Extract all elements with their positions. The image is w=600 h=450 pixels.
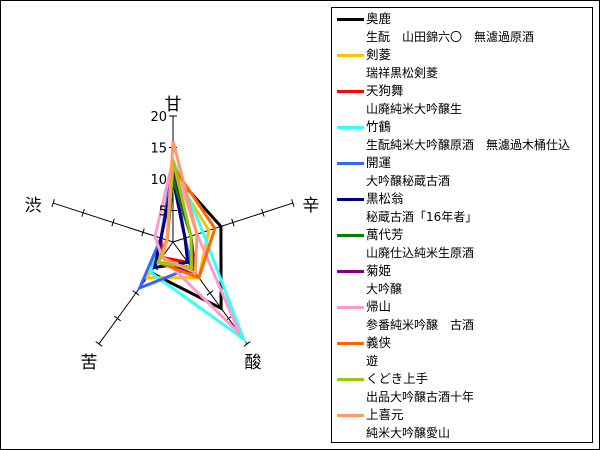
axis-tick xyxy=(81,208,85,217)
axis-tick xyxy=(132,290,140,296)
legend-series-subtitle: 生酛 山田錦六〇 無濾過原酒 xyxy=(366,30,535,44)
legend-swatch xyxy=(337,234,364,237)
legend-entry: 奥鹿生酛 山田錦六〇 無濾過原酒 xyxy=(332,10,592,46)
legend-entry: 萬代芳山廃仕込純米生原酒 xyxy=(332,226,592,262)
legend-entry: 帰山参番純米吟醸 古酒 xyxy=(332,298,592,334)
legend-series-name: 剣菱 xyxy=(366,47,392,62)
legend-swatch xyxy=(337,342,364,345)
axis-tick xyxy=(113,315,121,322)
legend-swatch xyxy=(337,18,364,21)
legend-series-name: 萬代芳 xyxy=(366,227,404,242)
legend-series-name: 天狗舞 xyxy=(366,83,404,98)
legend-series-name: 奥鹿 xyxy=(366,11,392,26)
legend-entry: 剣菱瑞祥黒松剣菱 xyxy=(332,46,592,82)
axis-tick xyxy=(51,199,55,208)
legend-entry: 上喜元純米大吟醸愛山 xyxy=(332,406,592,442)
series-line-11 xyxy=(160,140,199,275)
legend-entry: 黒松翁秘蔵古酒「16年者」 xyxy=(332,190,592,226)
tick-label: 15 xyxy=(150,142,167,157)
legend-series-name: 帰山 xyxy=(366,299,392,314)
tick-label: 10 xyxy=(150,173,167,188)
legend-series-subtitle: 出品大吟醸古酒十年 xyxy=(366,390,475,404)
legend-series-subtitle: 大吟醸秘蔵古酒 xyxy=(366,174,451,188)
legend-series-subtitle: 純米大吟醸愛山 xyxy=(366,426,451,440)
legend-swatch xyxy=(337,270,364,273)
legend-swatch xyxy=(337,126,364,129)
legend-series-subtitle: 秘蔵古酒「16年者」 xyxy=(366,210,478,224)
legend-swatch xyxy=(337,54,364,57)
legend-entry: 菊姫大吟醸 xyxy=(332,262,592,298)
legend-swatch xyxy=(337,414,364,417)
legend-swatch xyxy=(337,378,364,381)
legend-series-subtitle: 参番純米吟醸 古酒 xyxy=(366,318,475,332)
legend-entry: 天狗舞山廃純米大吟醸生 xyxy=(332,82,592,118)
legend-series-subtitle: 山廃純米大吟醸生 xyxy=(366,102,463,116)
axis-tick xyxy=(206,290,214,296)
legend-series-subtitle: 遊 xyxy=(366,354,379,368)
tick-label: 5 xyxy=(159,205,167,220)
legend-series-subtitle: 生酛純米大吟醸原酒 無濾過木桶仕込 xyxy=(366,138,571,152)
axis-tick xyxy=(111,218,115,227)
legend-entry: くどき上手出品大吟醸古酒十年 xyxy=(332,370,592,406)
axis-label: 甘 xyxy=(165,95,182,115)
legend-series-name: 義侠 xyxy=(366,335,392,350)
legend-series-name: くどき上手 xyxy=(366,371,429,386)
legend-series-name: 黒松翁 xyxy=(366,191,404,206)
legend-series-subtitle: 大吟醸 xyxy=(366,282,403,296)
legend-series-subtitle: 山廃仕込純米生原酒 xyxy=(366,246,475,260)
legend-series-name: 菊姫 xyxy=(366,263,392,278)
legend-series-subtitle: 瑞祥黒松剣菱 xyxy=(366,66,439,80)
legend-entry: 開運大吟醸秘蔵古酒 xyxy=(332,154,592,190)
legend-entry: 竹鶴生酛純米大吟醸原酒 無濾過木桶仕込 xyxy=(332,118,592,154)
legend-swatch xyxy=(337,306,364,309)
legend-series-name: 上喜元 xyxy=(366,407,404,422)
tick-label: 20 xyxy=(150,110,167,125)
legend-swatch xyxy=(337,162,364,165)
axis-tick xyxy=(95,341,103,347)
axis-tick xyxy=(141,228,145,237)
legend-entry: 義侠遊 xyxy=(332,334,592,370)
legend-series-name: 開運 xyxy=(366,155,392,170)
legend: 奥鹿生酛 山田錦六〇 無濾過原酒剣菱瑞祥黒松剣菱天狗舞山廃純米大吟醸生竹鶴生酛純… xyxy=(331,7,593,443)
axis-tick xyxy=(231,218,235,227)
legend-series-name: 竹鶴 xyxy=(366,119,392,134)
axis-tick xyxy=(243,341,251,347)
axis-label: 苦 xyxy=(80,353,97,373)
legend-swatch xyxy=(337,90,364,93)
axis-label: 辛 xyxy=(302,196,319,216)
radar-chart: 5 10 15 20 甘辛酸 苦 渋 xyxy=(25,95,320,373)
axis-label: 渋 xyxy=(25,196,42,216)
legend-swatch xyxy=(337,198,364,201)
axis-label: 酸 xyxy=(245,353,262,373)
axis-tick xyxy=(291,199,295,208)
axis-tick xyxy=(261,208,265,217)
